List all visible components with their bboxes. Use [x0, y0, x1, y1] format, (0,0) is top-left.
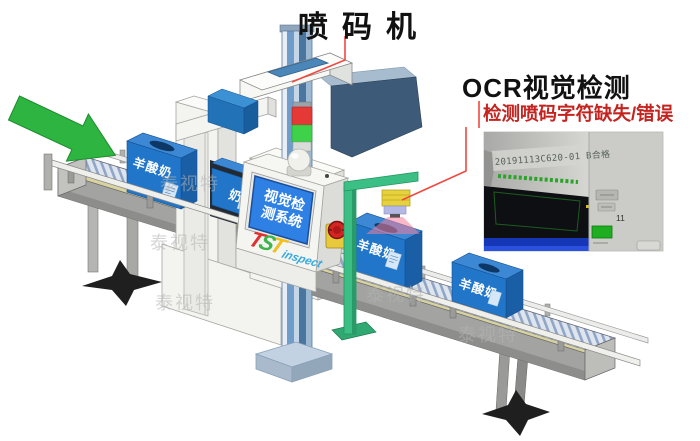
photo-panel: 11 [588, 132, 661, 251]
dark-panel [318, 66, 423, 158]
product-box-b: 羊酸奶 [451, 252, 524, 319]
inkjet-printer [238, 52, 354, 103]
camera-beam [366, 217, 420, 234]
console-screen [248, 175, 314, 245]
ocr-subheading: 检测喷码字符缺失/错误 [483, 103, 674, 124]
watermark-5: 泰视特 [458, 325, 518, 345]
box-side-label [487, 289, 502, 307]
watermark-4: 泰视特 [366, 285, 426, 305]
conveyor-right-edge-strip [312, 265, 585, 353]
watermark-2: 泰视特 [150, 233, 210, 253]
inspection-photo: 20191113C620-01 B合格 11 [483, 131, 664, 252]
box-side-label [384, 250, 402, 271]
pointer-line-printer [291, 36, 346, 83]
photo-result-indicator [591, 225, 613, 239]
printhead-cube [207, 88, 259, 135]
photo-green-ticks [497, 174, 579, 184]
page-title: 喷码机 [298, 11, 430, 44]
camera-stand [331, 171, 420, 341]
conveyor-foot-left [82, 260, 162, 306]
box-handle [478, 263, 500, 273]
camera-unit [381, 189, 411, 218]
photo-count: 11 [616, 213, 625, 223]
watermark-1: 泰视特 [160, 174, 220, 194]
pointer-line-camera [401, 127, 467, 201]
printer-slot [266, 57, 330, 78]
camera-lens [390, 214, 400, 218]
flow-arrow [7, 95, 117, 162]
camera-arm [343, 171, 419, 192]
pole-base-plate [254, 341, 334, 383]
ocr-heading: OCR视觉检测 [462, 73, 631, 103]
photo-roi-outline [493, 191, 581, 232]
box-handle [149, 140, 175, 152]
conveyor-foot-right [482, 390, 550, 436]
estop-button [325, 220, 349, 249]
alarm-dome [286, 148, 312, 177]
watermark-3: 泰视特 [155, 293, 215, 313]
